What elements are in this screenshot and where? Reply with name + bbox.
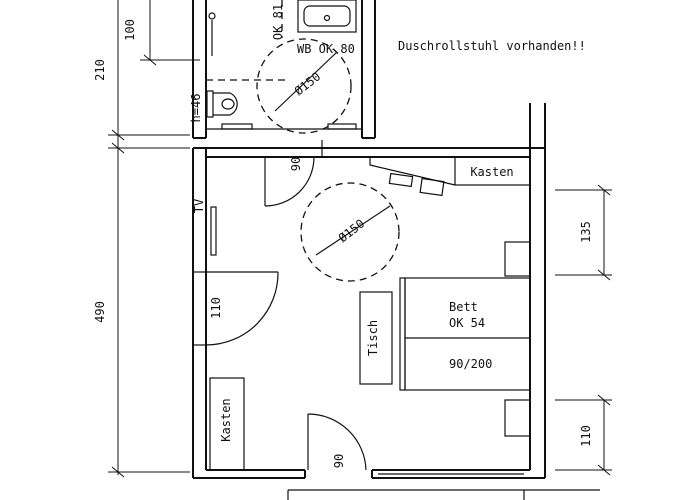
nightstand-bottom (504, 399, 531, 437)
toilet-seat (221, 98, 235, 110)
dim-tick-135 (111, 129, 125, 141)
wb-label: WB OK 80 (297, 42, 355, 56)
furniture: TV Kasten Ø150 Tisch Bett OK 54 90/200 K… (192, 156, 531, 471)
dim-tick-190 (597, 184, 611, 196)
door-bath-width: 90 (289, 157, 303, 171)
dim-tick-275 (597, 269, 611, 281)
sink-basin (303, 5, 351, 27)
desk (369, 157, 456, 186)
kasten-left (209, 377, 245, 471)
room-turning-circle (300, 182, 400, 282)
doors: 90 110 90 (193, 140, 367, 471)
bath-turning-label: Ø150 (292, 69, 323, 98)
dim-135: 135 (579, 221, 593, 243)
door-side-width: 110 (209, 297, 223, 319)
dim-tick-400 (597, 394, 611, 406)
door-bottom-width: 90 (332, 454, 346, 468)
chair-2 (419, 177, 445, 197)
tisch-label: Tisch (366, 320, 380, 356)
dim-tick-470 (597, 464, 611, 476)
dim-110: 110 (579, 425, 593, 447)
bett (404, 277, 531, 391)
tv-label: TV (192, 199, 206, 213)
nightstand-top (504, 241, 531, 277)
kasten-top-label: Kasten (470, 165, 513, 179)
bett-size-label: 90/200 (449, 357, 492, 371)
dim-tick-148 (111, 142, 125, 154)
bath-shelf (221, 123, 253, 130)
bath-turning-circle (256, 38, 352, 134)
dim-100: 100 (123, 19, 137, 41)
tisch (359, 291, 393, 385)
bett-ok-label: OK 54 (449, 316, 485, 330)
note-text: Duschrollstuhl vorhanden!! (398, 39, 586, 53)
door-bottom-swing (307, 413, 367, 471)
chair-1 (388, 172, 414, 188)
shower-fitting (208, 12, 216, 20)
bett-rail (399, 277, 406, 391)
ok81-label: OK 81 (271, 4, 285, 40)
bett-label: Bett (449, 300, 478, 314)
dim-tick-472 (111, 466, 125, 478)
door-bath-swing (264, 156, 315, 207)
toilet-tank (206, 90, 214, 118)
toilet-bowl (213, 92, 238, 116)
bath-turning-diameter (274, 51, 338, 112)
bath-bin (327, 123, 357, 130)
door-side-swing (205, 271, 279, 346)
dim-490: 490 (93, 301, 107, 323)
room-walls (192, 103, 600, 500)
room-turning-label: Ø150 (336, 216, 367, 245)
room-turning-diameter (315, 205, 391, 256)
sink-drain (323, 14, 331, 22)
bathroom: Ø150 WB OK 80 OK 81 h=46 (189, 0, 376, 139)
kasten-top (454, 156, 531, 186)
dimensions: 100 210 490 135 110 (93, 0, 612, 478)
tv (210, 206, 217, 256)
dim-210: 210 (93, 59, 107, 81)
sink (297, 0, 357, 33)
dim-tick-60 (143, 54, 157, 66)
toilet-height-label: h=46 (189, 94, 203, 123)
kasten-left-label: Kasten (219, 398, 233, 441)
